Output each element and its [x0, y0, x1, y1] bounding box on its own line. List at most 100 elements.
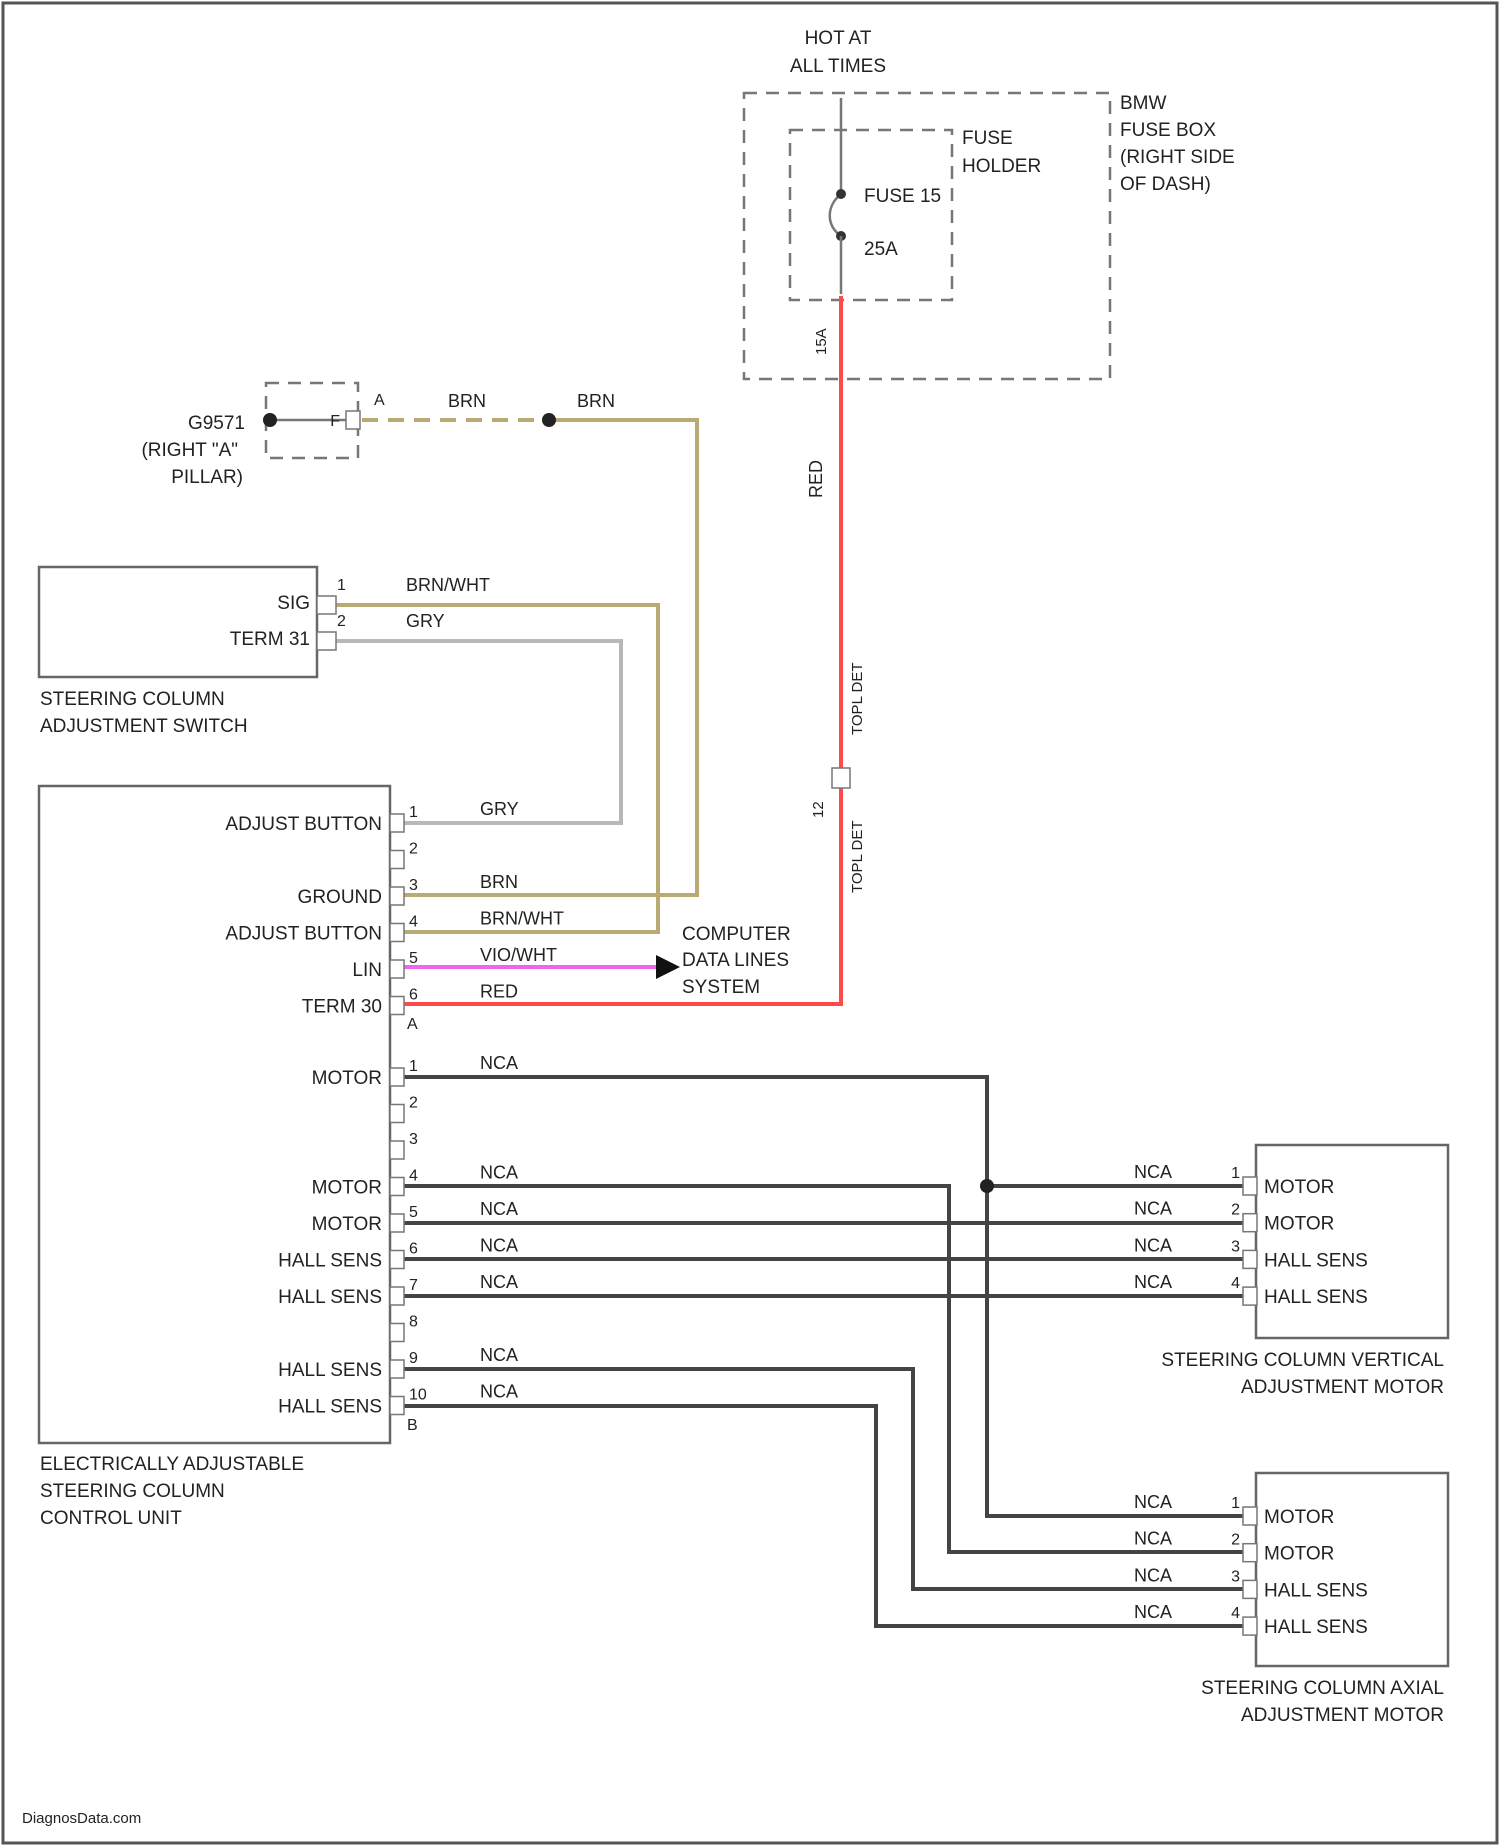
cu-terminal [390, 851, 404, 869]
cu-pin-label: HALL SENS [278, 1251, 382, 1272]
motor-pin-label: HALL SENS [1264, 1287, 1368, 1308]
control-unit-name-2: STEERING COLUMN [40, 1481, 225, 1502]
fuse-holder-label-1: FUSE [962, 128, 1013, 149]
red-inline-connector [832, 768, 850, 788]
cu-pin-number: 3 [409, 877, 418, 894]
fuse-holder-label-2: HOLDER [962, 156, 1041, 177]
motor-pin-label: MOTOR [1264, 1544, 1334, 1565]
cu-pin-label: MOTOR [312, 1178, 382, 1199]
motor-pin-label: MOTOR [1264, 1214, 1334, 1235]
motor-wire-label: NCA [1134, 1199, 1172, 1219]
motor-pin-label: HALL SENS [1264, 1580, 1368, 1601]
cu-pin-label: GROUND [298, 887, 382, 908]
fuse-box-name-4: OF DASH) [1120, 174, 1211, 195]
motor-pin-number: 3 [1231, 1568, 1240, 1585]
motor-terminal [1243, 1250, 1257, 1268]
cu-connector-a-id: A [407, 1016, 418, 1033]
cu-pin-label: TERM 30 [302, 997, 382, 1018]
motor-terminal [1243, 1214, 1257, 1232]
cu-pin-number: 1 [409, 804, 418, 821]
cu-terminal [390, 1178, 404, 1196]
cu-terminal [390, 1141, 404, 1159]
motor-terminal [1243, 1287, 1257, 1305]
motor-pin-label: MOTOR [1264, 1177, 1334, 1198]
switch-wire-2: GRY [406, 611, 445, 631]
cu-pin-number: 6 [409, 1241, 418, 1258]
cu-terminal [390, 1360, 404, 1378]
motor-wire-label: NCA [1134, 1565, 1172, 1585]
cu-pin-number: 3 [409, 1131, 418, 1148]
control-unit-name-1: ELECTRICALLY ADJUSTABLE [40, 1454, 304, 1475]
cu-pin-number: 8 [409, 1314, 418, 1331]
switch-wire-1: BRN/WHT [406, 575, 490, 595]
wire-red-seg-top: TOPL DET [849, 662, 866, 735]
cu-pin-label: MOTOR [312, 1214, 382, 1235]
cu-terminal [390, 1068, 404, 1086]
cu-pin-label: HALL SENS [278, 1360, 382, 1381]
wire-red-seg-bottom: TOPL DET [849, 820, 866, 893]
cu-pin-label: MOTOR [312, 1068, 382, 1089]
motor-terminal [1243, 1544, 1257, 1562]
motor-terminal [1243, 1580, 1257, 1598]
ground-pin-a: A [374, 392, 385, 409]
cu-terminal [390, 887, 404, 905]
cu-pin-label: HALL SENS [278, 1287, 382, 1308]
control-unit-name-3: CONTROL UNIT [40, 1508, 182, 1529]
cu-pin-number: 5 [409, 950, 418, 967]
red-inline-connector-id: 12 [810, 801, 827, 818]
data-lines-1: COMPUTER [682, 924, 791, 945]
motor-terminal [1243, 1617, 1257, 1635]
cu-wire-label: BRN/WHT [480, 909, 564, 929]
motor-pin-number: 4 [1231, 1605, 1240, 1622]
motor-wire-label: NCA [1134, 1162, 1172, 1182]
motor-pin-label: HALL SENS [1264, 1617, 1368, 1638]
cu-wire-label: NCA [480, 1236, 518, 1256]
vertical-motor-name-2: ADJUSTMENT MOTOR [1241, 1377, 1444, 1398]
motor-pin-number: 1 [1231, 1165, 1240, 1182]
splice-motor [980, 1179, 994, 1193]
cu-terminal [390, 1214, 404, 1232]
cu-pin-number: 2 [409, 841, 418, 858]
cu-pin-number: 5 [409, 1204, 418, 1221]
cu-pin-number: 4 [409, 914, 418, 931]
cu-wire-label: RED [480, 982, 518, 1002]
cu-terminal [390, 924, 404, 942]
cu-pin-number: 4 [409, 1168, 418, 1185]
motor-terminal [1243, 1177, 1257, 1195]
motor-wire-label: NCA [1134, 1602, 1172, 1622]
data-lines-3: SYSTEM [682, 977, 760, 998]
cu-terminal [390, 960, 404, 978]
footer-watermark: DiagnosData.com [22, 1810, 141, 1827]
wire-brn-right-label: BRN [577, 391, 615, 411]
cu-wire-label: NCA [480, 1163, 518, 1183]
motor-wire-label: NCA [1134, 1529, 1172, 1549]
fuse-rating: 25A [864, 239, 898, 260]
switch-name-2: ADJUSTMENT SWITCH [40, 716, 248, 737]
splice-ground [542, 413, 556, 427]
cu-wire-label: NCA [480, 1272, 518, 1292]
cu-wire-label: VIO/WHT [480, 945, 557, 965]
cu-wire-label: NCA [480, 1345, 518, 1365]
cu-pin-label: HALL SENS [278, 1397, 382, 1418]
switch-name-1: STEERING COLUMN [40, 689, 225, 710]
cu-terminal [390, 1105, 404, 1123]
cu-wire-label: NCA [480, 1199, 518, 1219]
fuse-box-name-3: (RIGHT SIDE [1120, 147, 1235, 168]
hot-at-line2: ALL TIMES [790, 56, 886, 77]
motor-pin-label: MOTOR [1264, 1507, 1334, 1528]
motor-pin-number: 2 [1231, 1532, 1240, 1549]
cu-pin-number: 2 [409, 1095, 418, 1112]
motor-pin-number: 2 [1231, 1202, 1240, 1219]
cu-connector-b-id: B [407, 1417, 418, 1434]
switch-pin-label-sig: SIG [277, 593, 310, 614]
cu-wire-label: GRY [480, 799, 519, 819]
motor-pin-number: 3 [1231, 1238, 1240, 1255]
cu-pin-label: ADJUST BUTTON [225, 924, 382, 945]
motor-pin-number: 1 [1231, 1495, 1240, 1512]
cu-pin-label: ADJUST BUTTON [225, 814, 382, 835]
cu-terminal [390, 1397, 404, 1415]
cu-wire-label: NCA [480, 1382, 518, 1402]
motor-terminal [1243, 1507, 1257, 1525]
data-lines-2: DATA LINES [682, 950, 789, 971]
